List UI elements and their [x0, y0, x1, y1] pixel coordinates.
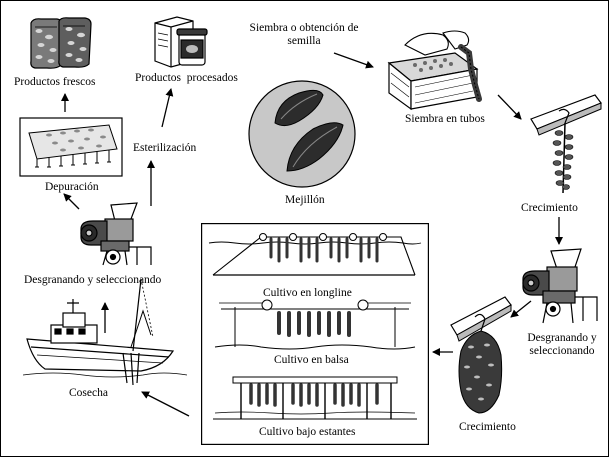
- label-esterilizacion: Esterilización: [133, 142, 197, 154]
- declumping-machine-right-illustration: [522, 248, 598, 324]
- label-desgranando-left: Desgranando y seleccionando: [24, 274, 162, 286]
- growth-rope-bottom-illustration: [450, 296, 512, 414]
- mussel-circle-illustration: [248, 80, 356, 188]
- label-cultivo-estantes: Cultivo bajo estantes: [259, 426, 356, 438]
- declumping-machine-left-illustration: [80, 202, 152, 266]
- cultivation-methods-panel: [201, 223, 429, 445]
- arrow-tubos-to-crecimiento: [497, 94, 522, 120]
- label-siembra-obtencion: Siembra o obtención de semilla: [249, 22, 359, 47]
- arrow-desgranando-to-depuracion: [63, 193, 80, 210]
- processed-products-illustration: [154, 16, 208, 68]
- label-desgranando-right: Desgranando y seleccionando: [527, 332, 597, 357]
- depuration-tank-illustration: [19, 117, 123, 177]
- fresh-products-bags-illustration: [30, 17, 92, 69]
- label-productos-procesados: Productos procesados: [135, 72, 238, 84]
- label-cultivo-longline: Cultivo en longline: [263, 287, 352, 299]
- label-mejillon: Mejillón: [285, 194, 325, 206]
- rack-illustration: [213, 376, 417, 420]
- raft-illustration: [214, 302, 416, 350]
- arrow-siembra-to-tubos: [333, 52, 374, 69]
- label-depuracion: Depuración: [45, 181, 99, 193]
- arrow-esterilizacion-to-procesados: [161, 88, 174, 128]
- label-productos-frescos: Productos frescos: [14, 76, 96, 88]
- label-cosecha: Cosecha: [69, 387, 108, 399]
- label-crecimiento-bottom: Crecimiento: [459, 421, 516, 433]
- arrow-cultivo-to-cosecha: [141, 391, 190, 417]
- harvest-boat-illustration: [23, 278, 187, 385]
- seeding-box-illustration: [387, 30, 482, 111]
- longline-illustration: [208, 236, 422, 276]
- label-cultivo-balsa: Cultivo en balsa: [274, 354, 349, 366]
- growth-rope-top-illustration: [530, 94, 602, 194]
- label-siembra-tubos: Siembra en tubos: [405, 113, 485, 125]
- arrow-desgranando-to-crecimiento: [510, 300, 532, 318]
- label-crecimiento-top: Crecimiento: [521, 202, 578, 214]
